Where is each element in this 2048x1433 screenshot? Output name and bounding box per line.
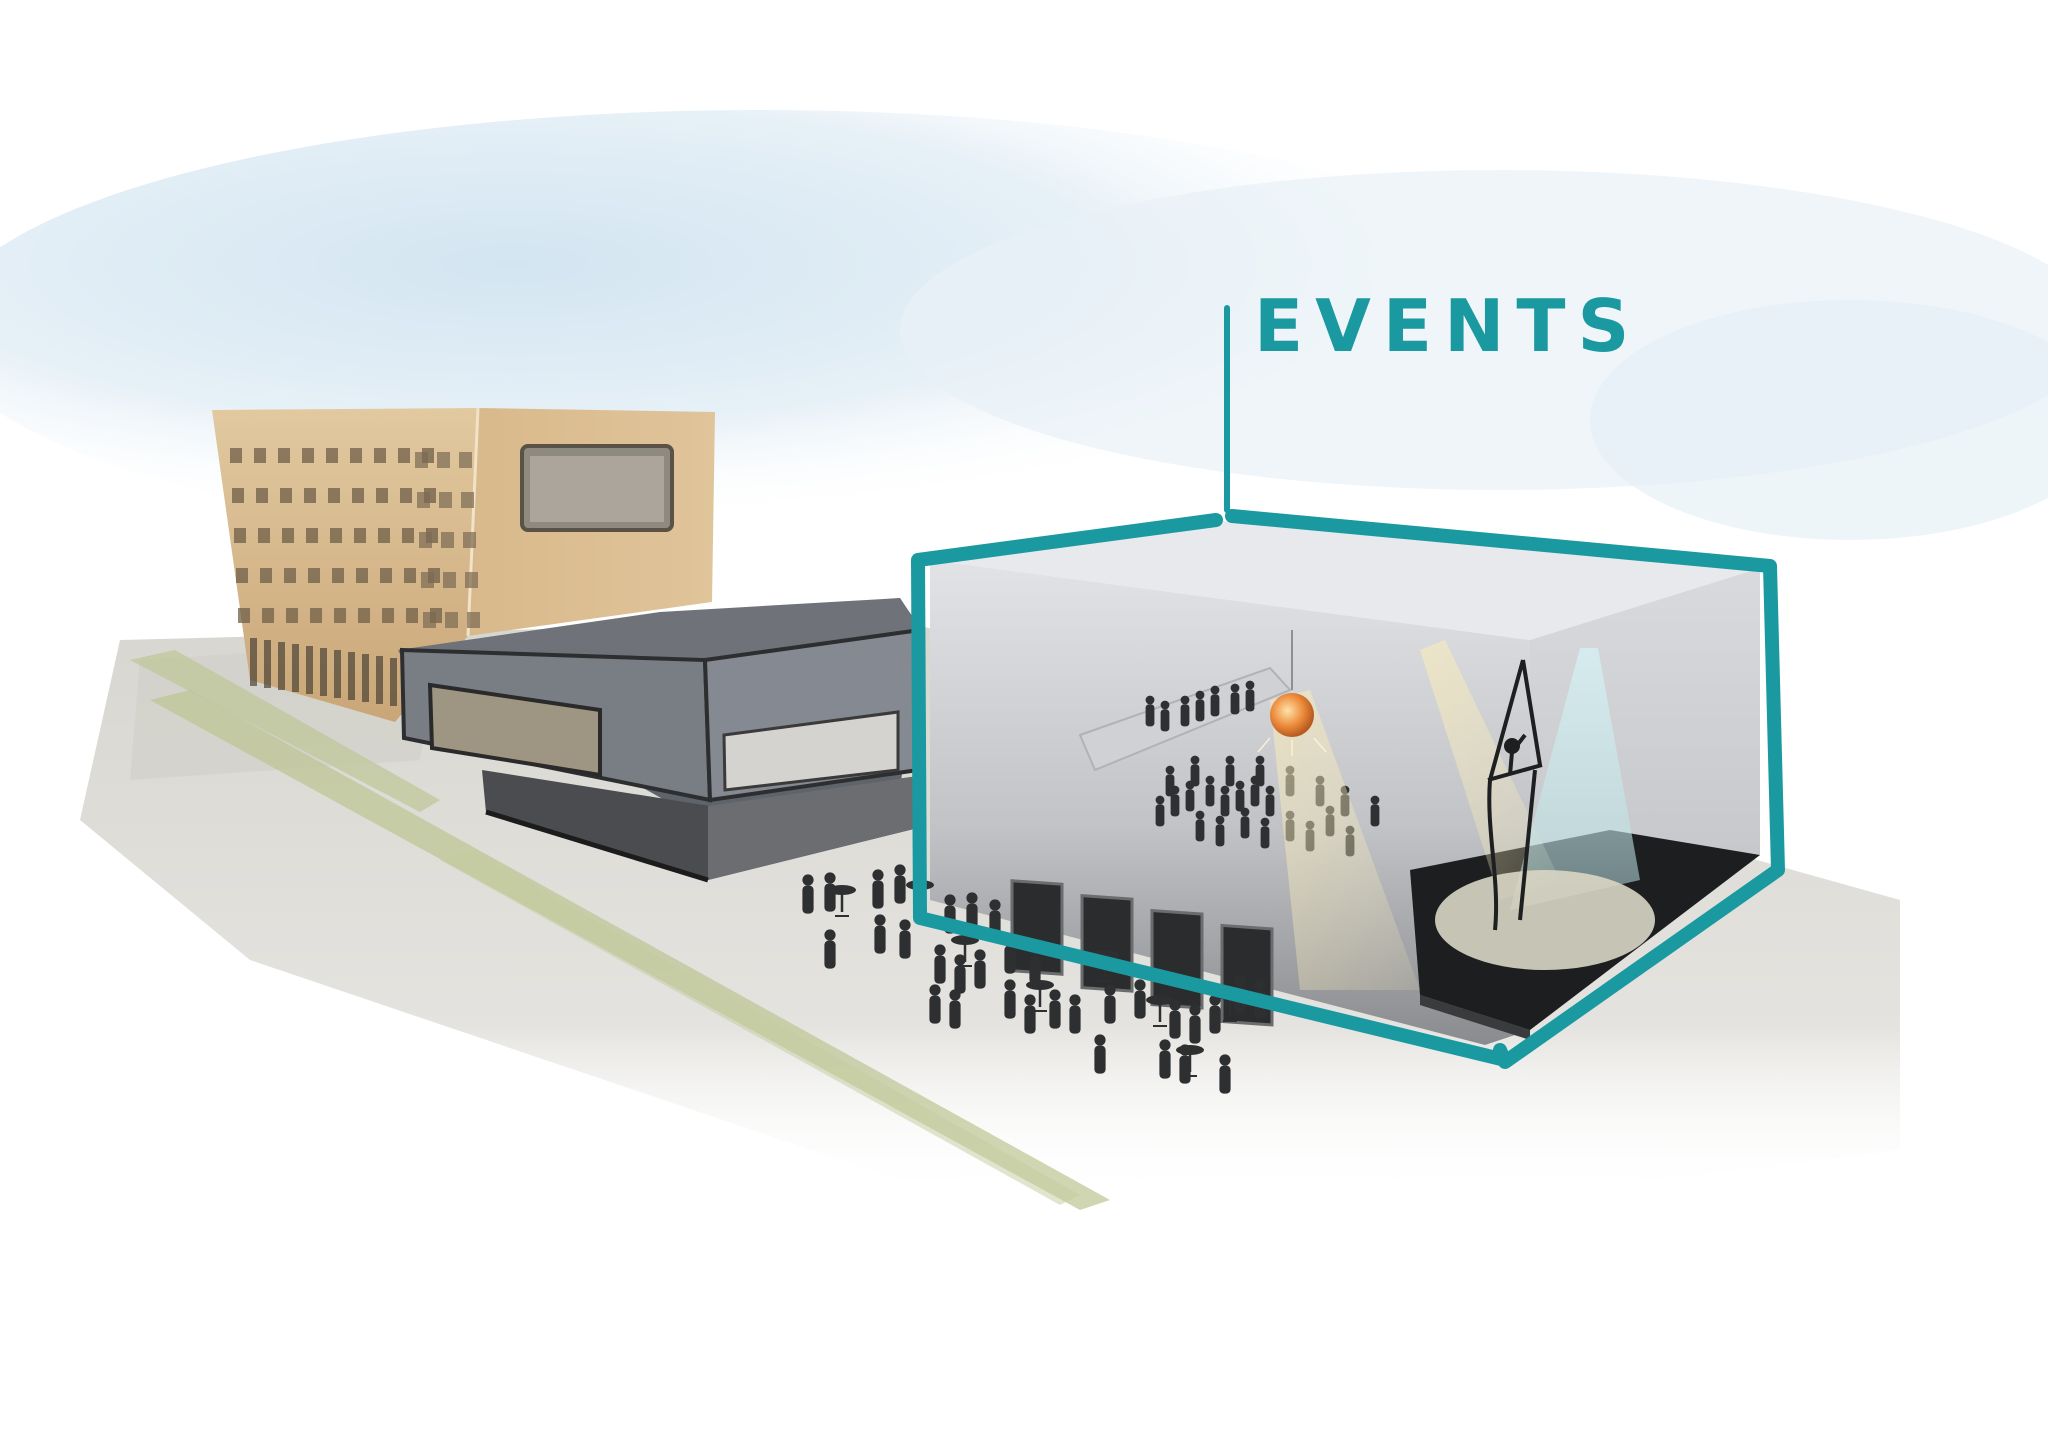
gray-low-building xyxy=(398,598,923,883)
spotlight-yellow xyxy=(1420,640,1560,900)
spotlight-yellow-left xyxy=(1270,690,1420,990)
frame-outline xyxy=(911,509,1785,1069)
light-pool xyxy=(1435,870,1655,970)
ground-floor-columns xyxy=(250,638,397,706)
window-grid xyxy=(230,448,480,628)
aerial-acrobat xyxy=(1487,659,1543,931)
strip-window-right xyxy=(722,710,900,792)
disco-ball xyxy=(1257,630,1327,756)
spotlight-cyan xyxy=(1510,648,1640,910)
strip-window-left xyxy=(427,682,602,778)
events-label-text: EVENTS xyxy=(1254,284,1642,368)
green-strip-upper xyxy=(130,650,440,812)
tan-office-tower xyxy=(212,407,715,722)
highlight-frame xyxy=(911,305,1785,1069)
